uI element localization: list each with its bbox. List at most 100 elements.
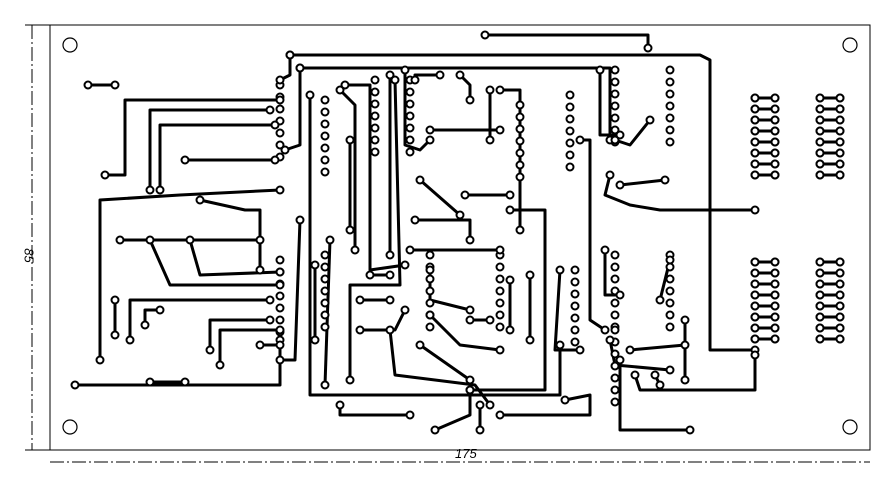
pad (770, 148, 780, 158)
pad (285, 50, 295, 60)
pad (815, 126, 825, 136)
trace (338, 405, 410, 417)
pad (605, 170, 615, 180)
pad (485, 85, 495, 95)
pad (570, 325, 580, 335)
pad (575, 135, 585, 145)
pad (680, 315, 690, 325)
pad (610, 77, 620, 87)
pad (570, 301, 580, 311)
trace (348, 79, 402, 380)
pad (310, 260, 320, 270)
pad (460, 190, 470, 200)
pad (495, 274, 505, 284)
pad (610, 385, 620, 395)
mounting-holes (62, 37, 858, 435)
trace (500, 393, 592, 417)
pad (465, 235, 475, 245)
pad (185, 235, 195, 245)
pad (505, 190, 515, 200)
pad (560, 395, 570, 405)
pad (770, 159, 780, 169)
trace (500, 88, 522, 230)
trace (158, 123, 275, 190)
pad (405, 410, 415, 420)
pad (320, 250, 330, 260)
pad (770, 104, 780, 114)
pad (385, 325, 395, 335)
pad (770, 301, 780, 311)
pad (320, 119, 330, 129)
pad (400, 65, 410, 75)
pad (665, 262, 675, 272)
pad (665, 322, 675, 332)
trace (199, 198, 262, 270)
pad (370, 123, 380, 133)
pad (770, 268, 780, 278)
pad (570, 289, 580, 299)
pad (70, 380, 80, 390)
pad (600, 245, 610, 255)
pad (110, 80, 120, 90)
pad (645, 115, 655, 125)
pad (275, 104, 285, 114)
pad (495, 262, 505, 272)
pad (770, 334, 780, 344)
pad (275, 255, 285, 265)
pad (565, 114, 575, 124)
pad (665, 125, 675, 135)
pad (615, 290, 625, 300)
trace (345, 83, 406, 272)
pad (370, 147, 380, 157)
pad (110, 330, 120, 340)
pad (615, 355, 625, 365)
pad (610, 349, 620, 359)
pad (515, 124, 525, 134)
trace (618, 360, 690, 432)
trace (434, 390, 472, 432)
pad (83, 80, 93, 90)
pad (835, 290, 845, 300)
pad (275, 267, 285, 277)
pad (515, 100, 525, 110)
pad (515, 136, 525, 146)
pad (110, 295, 120, 305)
trace (614, 119, 652, 147)
pad (275, 325, 285, 335)
trace (403, 70, 432, 152)
pad (275, 128, 285, 138)
mounting-hole (842, 37, 858, 53)
dimension-lines (25, 24, 870, 463)
pad (295, 215, 305, 225)
trace (428, 313, 501, 352)
trace (470, 208, 547, 392)
pad (370, 75, 380, 85)
pad (605, 335, 615, 345)
pad (425, 310, 435, 320)
pad (625, 345, 635, 355)
trace (580, 138, 606, 332)
pad (405, 123, 415, 133)
pad (505, 205, 515, 215)
pad (455, 210, 465, 220)
pad (610, 298, 620, 308)
pad (750, 279, 760, 289)
pad (495, 245, 505, 255)
trace (280, 219, 302, 362)
pad (570, 265, 580, 275)
mounting-hole (62, 37, 78, 53)
pad (650, 370, 660, 380)
pad (405, 135, 415, 145)
pad (750, 137, 760, 147)
width-dimension-label: 175 (455, 446, 477, 461)
pad (100, 170, 110, 180)
pad (400, 305, 410, 315)
pad (815, 279, 825, 289)
pad (320, 380, 330, 390)
pad (320, 143, 330, 153)
pad (665, 101, 675, 111)
pad (750, 268, 760, 278)
pad (275, 185, 285, 195)
pad (665, 298, 675, 308)
pad (430, 425, 440, 435)
